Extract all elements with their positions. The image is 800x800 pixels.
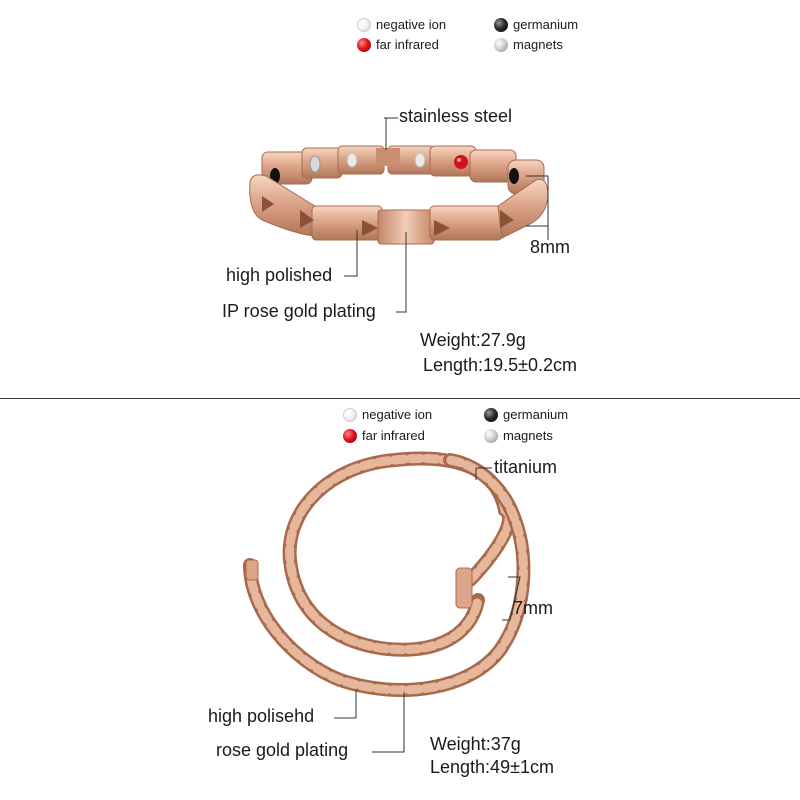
section-divider bbox=[0, 398, 800, 399]
bracelet-callout-lines bbox=[344, 117, 549, 313]
necklace-length: Length:49±1cm bbox=[430, 757, 554, 777]
bracelet-weight: Weight:27.9g bbox=[420, 330, 526, 350]
legend-magnets: magnets bbox=[494, 37, 563, 52]
negative-ion-stone-icon bbox=[357, 17, 371, 32]
far-infrared-stone-icon bbox=[343, 428, 357, 443]
necklace-weight: Weight:37g bbox=[430, 734, 521, 754]
plating-label: IP rose gold plating bbox=[222, 301, 376, 321]
legend-negative-ion-label: negative ion bbox=[376, 17, 447, 32]
germanium-stone-icon bbox=[494, 17, 508, 32]
legend-far-infrared: far infrared bbox=[343, 428, 425, 443]
legend-magnets-label: magnets bbox=[503, 428, 553, 443]
germanium-stone-icon bbox=[484, 407, 498, 422]
legend-negative-ion: negative ion bbox=[343, 407, 432, 422]
legend-germanium-label: germanium bbox=[513, 17, 579, 32]
legend-negative-ion: negative ion bbox=[357, 17, 446, 32]
stainless-steel-label: stainless steel bbox=[399, 106, 513, 126]
bracelet-illustration bbox=[249, 117, 549, 313]
far-infrared-stone-icon bbox=[357, 37, 371, 52]
bracelet-back-links bbox=[261, 145, 545, 195]
bracelet-length: Length:19.5±0.2cm bbox=[423, 355, 577, 375]
legend-far-infrared: far infrared bbox=[357, 37, 439, 52]
legend-magnets: magnets bbox=[484, 428, 553, 443]
plating-label: rose gold plating bbox=[216, 740, 349, 760]
legend-negative-ion-label: negative ion bbox=[362, 407, 433, 422]
legend-germanium: germanium bbox=[494, 17, 578, 32]
legend-germanium: germanium bbox=[484, 407, 568, 422]
negative-ion-stone-icon bbox=[343, 407, 357, 422]
legend-far-infrared-label: far infrared bbox=[362, 428, 425, 443]
titanium-label: titanium bbox=[494, 457, 558, 477]
legend-germanium-label: germanium bbox=[503, 407, 569, 422]
high-polished-label: high polished bbox=[226, 265, 333, 285]
necklace-chain bbox=[243, 451, 531, 697]
magnet-stone-icon bbox=[484, 428, 498, 443]
necklace-callout-lines bbox=[334, 467, 521, 753]
legend-far-infrared-label: far infrared bbox=[376, 37, 439, 52]
bracelet-width-label: 8mm bbox=[530, 237, 570, 257]
necklace-width-label: 7mm bbox=[513, 598, 553, 618]
bracelet-stones bbox=[270, 152, 519, 184]
high-polished-label: high polisehd bbox=[208, 706, 315, 726]
legend-magnets-label: magnets bbox=[513, 37, 563, 52]
bracelet-front-links bbox=[249, 174, 549, 245]
magnet-stone-icon bbox=[494, 37, 508, 52]
